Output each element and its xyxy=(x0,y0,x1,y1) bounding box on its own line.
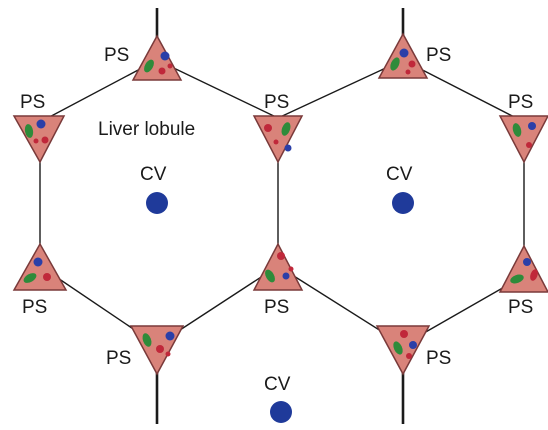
portal-space-right-upper xyxy=(498,115,548,164)
portal-space-triangle xyxy=(375,325,431,376)
portal-space-triangle xyxy=(498,115,548,164)
ps-label-top-right: PS xyxy=(426,45,451,66)
portal-space-triangle xyxy=(131,34,183,81)
portal-space-left-upper xyxy=(12,115,66,164)
ps-label-right-upper: PS xyxy=(508,92,533,113)
vessel-red xyxy=(406,353,412,359)
portal-space-bottom-left xyxy=(129,325,185,376)
portal-space-bottom-right xyxy=(375,325,431,376)
portal-space-top-right xyxy=(377,32,429,79)
ps-label-bottom-right: PS xyxy=(426,348,451,369)
ps-label-center-lower: PS xyxy=(264,297,289,318)
portal-space-center-lower xyxy=(252,242,304,291)
vessel-blue xyxy=(523,258,531,266)
vessel-red xyxy=(264,124,272,132)
vessel-red xyxy=(43,273,51,281)
vessel-red xyxy=(41,136,49,144)
vessel-red xyxy=(273,139,279,145)
vessel-red xyxy=(405,69,411,75)
vessel-green xyxy=(281,122,291,136)
vessel-blue xyxy=(284,144,292,152)
portal-space-left-lower xyxy=(12,242,68,291)
central-vein-right xyxy=(392,192,414,214)
portal-space-triangle xyxy=(12,242,68,291)
portal-space-triangle xyxy=(252,115,304,164)
central-vein-bottom xyxy=(270,401,292,423)
vessel-green xyxy=(24,124,34,138)
vessel-red xyxy=(165,351,171,357)
vessel-red xyxy=(288,266,294,272)
vessel-red xyxy=(156,345,164,353)
ps-label-left-lower: PS xyxy=(22,297,47,318)
vessel-green xyxy=(390,57,400,71)
vessel-green xyxy=(144,59,154,73)
ps-label-right-lower: PS xyxy=(508,297,533,318)
ps-label-bottom-left: PS xyxy=(106,348,131,369)
vessel-blue xyxy=(33,257,43,267)
vessel-green xyxy=(512,123,522,137)
ps-label-left-upper: PS xyxy=(20,92,45,113)
vessel-red xyxy=(33,138,39,144)
vessel-green xyxy=(142,333,152,347)
vessel-green xyxy=(393,341,403,355)
vessel-blue xyxy=(165,331,175,341)
cv-label-bottom: CV xyxy=(264,374,291,395)
vessel-blue xyxy=(282,272,290,280)
vessel-red xyxy=(277,252,285,260)
vessel-red xyxy=(526,142,532,148)
central-vein-left xyxy=(146,192,168,214)
vessel-blue xyxy=(36,119,46,129)
vessel-green xyxy=(510,274,524,284)
ps-label-top-left: PS xyxy=(104,45,129,66)
ps-label-center-upper: PS xyxy=(264,92,289,113)
vessel-red xyxy=(530,269,538,281)
vessel-blue xyxy=(528,122,536,130)
portal-space-top-left xyxy=(131,34,183,81)
vessel-red xyxy=(408,60,416,68)
portal-space-triangle xyxy=(498,244,548,293)
vessel-red xyxy=(158,67,166,75)
vessel-blue xyxy=(160,51,170,61)
cv-label-left: CV xyxy=(140,164,167,185)
portal-space-triangle xyxy=(252,242,304,291)
vessel-blue xyxy=(409,341,417,349)
vessel-red xyxy=(400,330,408,338)
vessel-blue xyxy=(399,48,409,58)
lobule-label: Liver lobule xyxy=(98,119,195,140)
portal-space-center-upper xyxy=(252,115,304,164)
vessel-green xyxy=(265,269,275,283)
portal-space-right-lower xyxy=(498,244,548,293)
vessel-red xyxy=(167,63,173,69)
cv-label-right: CV xyxy=(386,164,413,185)
vessel-green xyxy=(23,273,37,283)
